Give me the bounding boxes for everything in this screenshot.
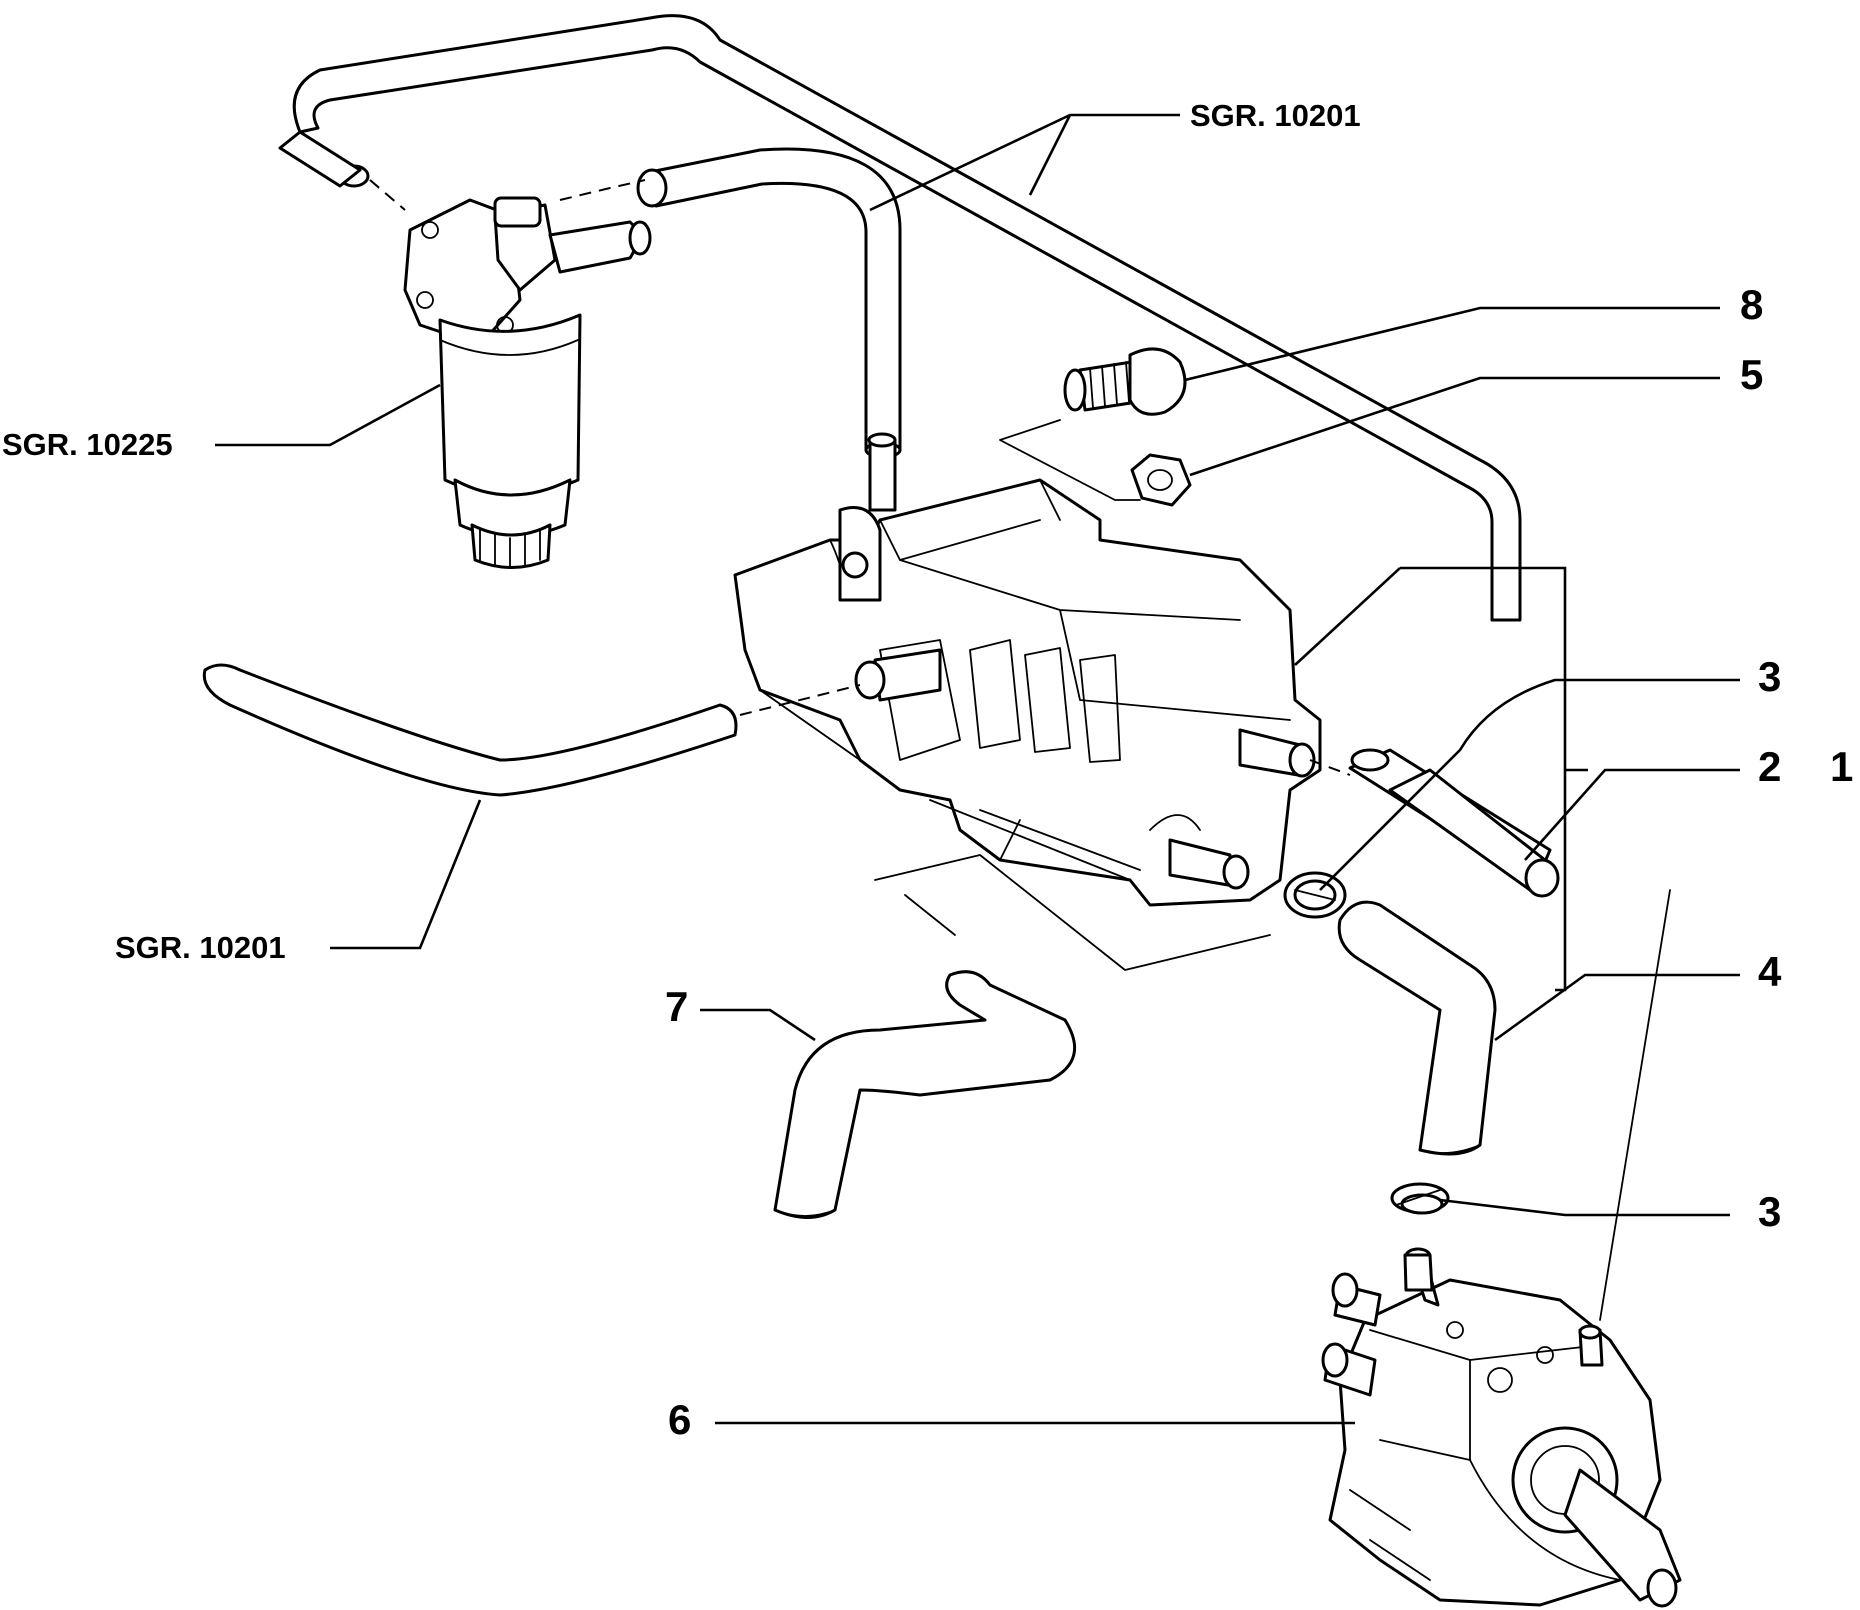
hose-part-2	[1348, 748, 1560, 898]
filter-to-rear-pipe-dashline	[369, 179, 406, 211]
bolt-mounting-guide	[999, 419, 1141, 501]
callout-sgr-10201-left: SGR. 10201	[115, 930, 286, 965]
callout-part-3-upper: 3	[1758, 653, 1781, 700]
leader-lines	[215, 113, 1740, 1425]
hose-part-4	[1337, 900, 1497, 1156]
bolt-part-8	[1063, 347, 1187, 416]
high-pressure-pump	[1321, 1247, 1682, 1608]
fuel-filter	[403, 196, 652, 569]
clamp-part-3-upper	[1283, 871, 1347, 919]
callout-part-4: 4	[1758, 948, 1782, 995]
clamp-part-3-lower	[1390, 1182, 1450, 1215]
callout-part-3-lower: 3	[1758, 1188, 1781, 1235]
nut-part-5	[1130, 453, 1192, 507]
filter-to-pipe-dashline	[559, 179, 646, 201]
callout-part-7: 7	[665, 983, 688, 1030]
hose-part-7	[773, 970, 1077, 1219]
callout-part-6: 6	[668, 1396, 691, 1443]
callout-part-2: 2	[1758, 743, 1781, 790]
left-return-hose	[202, 663, 738, 797]
rear-fuel-pipe	[278, 14, 1522, 622]
filter-outlet-pipe	[636, 147, 902, 459]
fuel-separator-body	[733, 432, 1322, 907]
hose-2-dashline	[1309, 759, 1351, 776]
callout-part-8: 8	[1740, 281, 1763, 328]
callout-part-5: 5	[1740, 351, 1763, 398]
callout-sgr-10225: SGR. 10225	[2, 427, 173, 462]
callout-part-1: 1	[1830, 743, 1853, 790]
left-hose-dashline	[739, 684, 861, 716]
callout-sgr-10201-top: SGR. 10201	[1190, 98, 1361, 133]
hose-7-mounting-guide	[874, 854, 1271, 971]
